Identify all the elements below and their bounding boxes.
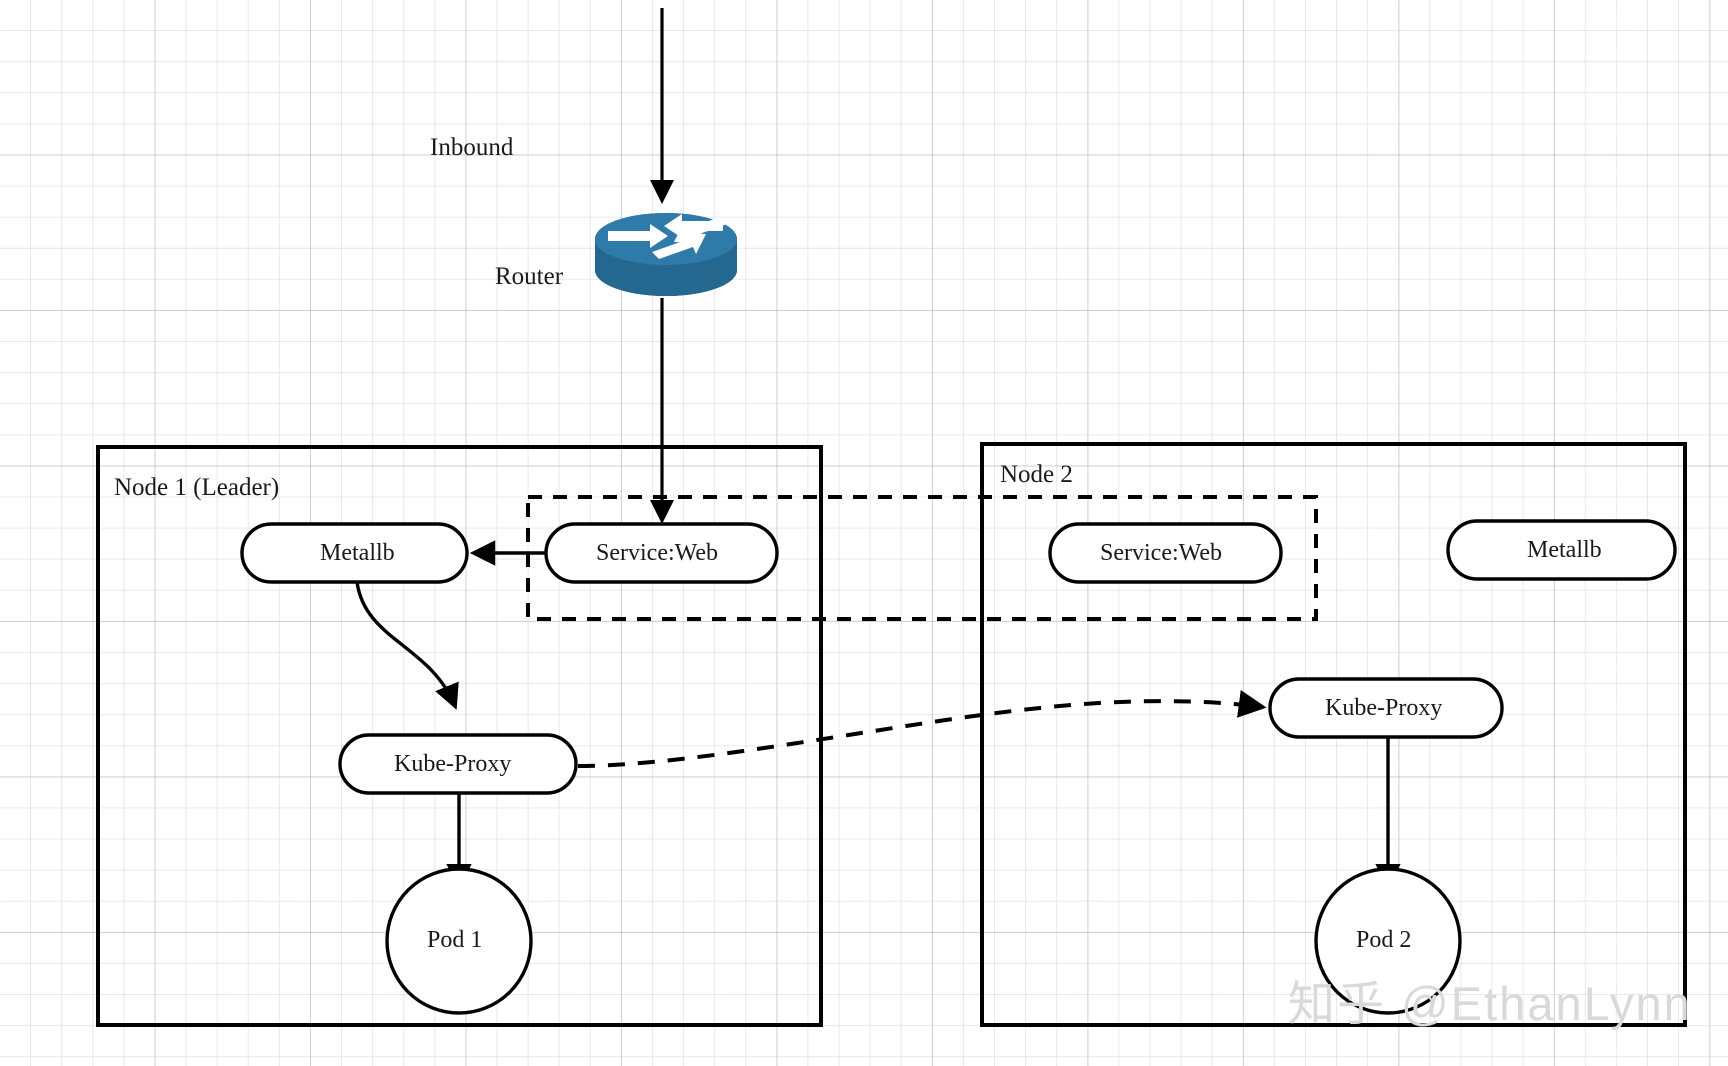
node1-pod-label: Pod 1 xyxy=(427,927,483,953)
node1-metallb-label: Metallb xyxy=(320,540,395,566)
node1-kube-proxy-label: Kube-Proxy xyxy=(394,751,512,777)
metallb-to-kubeproxy-arrow xyxy=(355,581,459,710)
node2-container-box xyxy=(980,442,1687,1027)
router-label: Router xyxy=(495,263,564,290)
node2-metallb-shape[interactable] xyxy=(1446,519,1677,581)
node2-kube-proxy-shape[interactable] xyxy=(1268,677,1504,739)
node2-service-web-label: Service:Web xyxy=(1100,540,1223,566)
node2-pod-shape[interactable] xyxy=(1314,867,1462,1015)
node2-metallb-label: Metallb xyxy=(1527,537,1602,563)
router-icon xyxy=(595,213,737,296)
node2-kube-proxy-label: Kube-Proxy xyxy=(1325,695,1443,721)
node2-service-web-shape[interactable] xyxy=(1048,522,1283,584)
inbound-label: Inbound xyxy=(430,134,514,161)
node1-metallb-shape[interactable] xyxy=(240,522,469,584)
node1-pod-shape[interactable] xyxy=(385,867,533,1015)
node2-container-label: Node 2 xyxy=(1000,461,1073,488)
node1-container-box xyxy=(96,445,823,1027)
node1-service-web-label: Service:Web xyxy=(596,540,719,566)
node1-container-label: Node 1 (Leader) xyxy=(114,474,280,501)
kubeproxy1-to-kubeproxy2-dashed-arrow xyxy=(577,690,1267,768)
node2-pod-label: Pod 2 xyxy=(1356,927,1412,953)
shared-service-dashed-box xyxy=(526,495,1318,621)
